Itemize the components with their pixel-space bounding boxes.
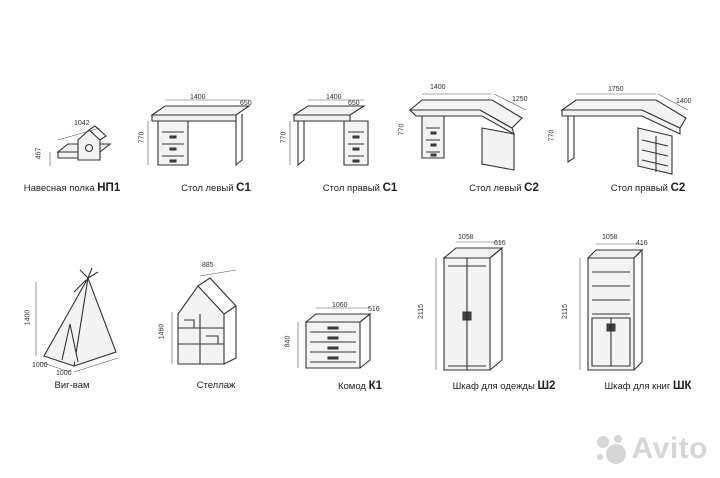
dim-depth: 1250 bbox=[512, 96, 528, 103]
item-desk-right-c2: 1750 1400 770 Стол правый С2 bbox=[548, 70, 720, 270]
caption-model: Ш2 bbox=[537, 380, 556, 392]
caption: Виг-вам bbox=[0, 380, 144, 391]
caption: Навесная полка НП1 bbox=[0, 182, 144, 194]
dim-width: 1000 bbox=[56, 370, 72, 377]
dim-height: 770 bbox=[398, 123, 406, 136]
item-wardrobe-sh2: 1058 616 2115 Шкаф для одежды Ш2 bbox=[418, 234, 576, 462]
dim-height: 1460 bbox=[158, 323, 166, 340]
item-desk-left-c2: 1400 1250 770 Стол левый С2 bbox=[398, 70, 576, 270]
item-chest-k1: 1060 516 840 Комод К1 bbox=[284, 262, 432, 462]
caption-text: Стол правый bbox=[322, 183, 380, 194]
dim-width: 1400 bbox=[190, 94, 206, 101]
watermark: Avito bbox=[594, 432, 708, 466]
dim-depth: 650 bbox=[240, 100, 252, 107]
dim-height: 467 bbox=[35, 147, 43, 160]
caption: Стол левый С2 bbox=[432, 182, 576, 194]
caption-text: Шкаф для одежды bbox=[452, 381, 535, 392]
desk-left-c1-drawing bbox=[147, 99, 251, 167]
dim-height: 2115 bbox=[562, 303, 570, 320]
item-desk-left-c1: 1400 650 770 Стол левый С1 bbox=[138, 70, 288, 270]
watermark-text: Avito bbox=[631, 432, 708, 465]
dim-width: 1060 bbox=[332, 302, 348, 309]
dim-depth: 516 bbox=[368, 306, 380, 313]
dim-width: 1750 bbox=[608, 86, 624, 93]
caption-text: Стол левый bbox=[181, 183, 234, 194]
desk-left-c2-drawing bbox=[408, 93, 527, 171]
bookcase-drawing bbox=[171, 269, 237, 365]
dim-width: 885 bbox=[202, 262, 214, 269]
dim-depth: 650 bbox=[348, 100, 360, 107]
caption: Стол левый С1 bbox=[144, 182, 288, 194]
item-teepee: 1400 1000 1000 Виг-вам bbox=[0, 262, 144, 462]
dim-depth: 1400 bbox=[676, 98, 692, 105]
teepee-drawing bbox=[35, 267, 119, 373]
dim-depth: 1000 bbox=[32, 362, 48, 369]
caption-model: ШК bbox=[672, 380, 692, 392]
item-desk-right-c1: 1400 650 770 Стол правый С1 bbox=[280, 70, 432, 270]
caption: Комод К1 bbox=[288, 380, 432, 392]
desk-right-c2-drawing bbox=[560, 93, 689, 175]
avito-logo-icon bbox=[596, 435, 626, 464]
caption-model: С2 bbox=[670, 182, 686, 194]
bookshelf-shk-drawing bbox=[579, 243, 644, 371]
caption-text: Навесная полка bbox=[23, 183, 95, 194]
caption: Стеллаж bbox=[144, 380, 288, 391]
wall-shelf-drawing bbox=[49, 125, 112, 166]
dim-width: 1042 bbox=[74, 120, 90, 127]
item-bookcase: 885 1460 Стеллаж bbox=[144, 262, 288, 462]
item-wall-shelf: 1042 467 Навесная полка НП1 bbox=[0, 70, 144, 270]
dim-height: 1400 bbox=[24, 309, 32, 326]
dim-width: 1400 bbox=[326, 94, 342, 101]
caption-text: Стол левый bbox=[469, 183, 522, 194]
dim-height: 770 bbox=[280, 131, 288, 144]
caption-model: С2 bbox=[524, 182, 539, 194]
dim-height: 770 bbox=[138, 131, 146, 144]
caption-model: С1 bbox=[382, 182, 398, 194]
dim-depth: 416 bbox=[636, 240, 648, 247]
caption: Стол правый С2 bbox=[576, 182, 720, 194]
item-bookshelf-shk: 1058 416 2115 Шкаф для книг ШК bbox=[562, 234, 720, 462]
dim-width: 1400 bbox=[430, 84, 446, 91]
caption-text: Стол правый bbox=[610, 183, 668, 194]
dim-depth: 616 bbox=[494, 240, 506, 247]
caption: Шкаф для книг ШК bbox=[576, 380, 720, 392]
dim-height: 2115 bbox=[418, 303, 426, 320]
desk-right-c1-drawing bbox=[289, 99, 369, 167]
caption-text: Виг-вам bbox=[54, 380, 90, 391]
caption: Стол правый С1 bbox=[288, 182, 432, 194]
caption: Шкаф для одежды Ш2 bbox=[432, 380, 576, 392]
dim-height: 840 bbox=[284, 335, 292, 348]
wardrobe-sh2-drawing bbox=[435, 241, 504, 371]
caption-model: НП1 bbox=[97, 182, 121, 194]
caption-text: Стеллаж bbox=[196, 380, 236, 391]
caption-model: С1 bbox=[236, 182, 251, 194]
caption-text: Шкаф для книг bbox=[604, 381, 671, 392]
caption-model: К1 bbox=[368, 380, 383, 392]
dim-width: 1058 bbox=[458, 234, 474, 241]
dim-width: 1058 bbox=[602, 234, 618, 241]
caption-text: Комод bbox=[337, 381, 366, 392]
dim-height: 770 bbox=[548, 129, 556, 142]
chest-k1-drawing bbox=[297, 307, 372, 369]
